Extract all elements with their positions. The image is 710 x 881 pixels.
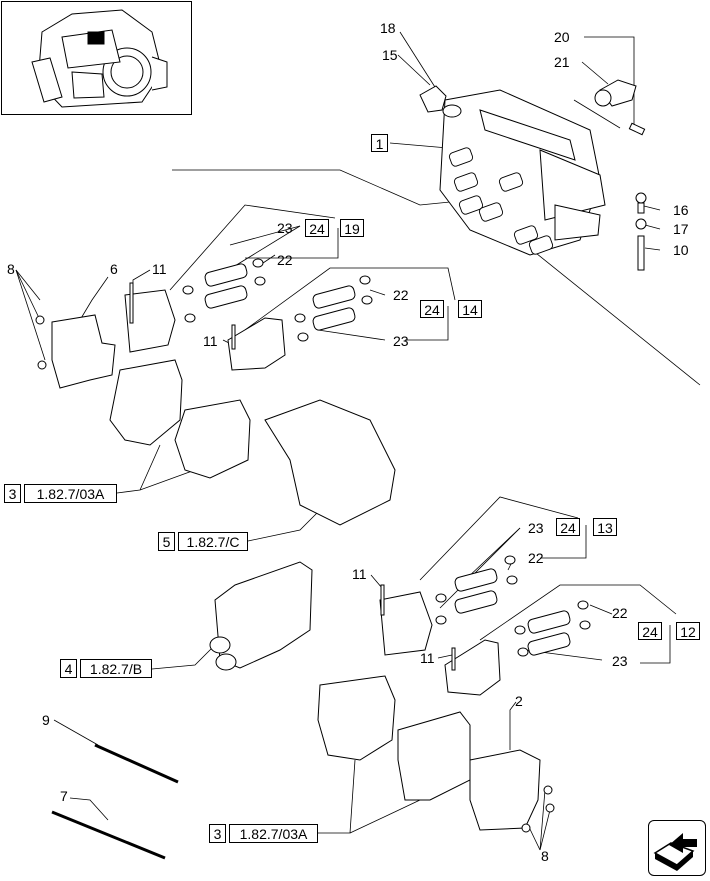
ref-5-num: 5 (158, 532, 175, 551)
next-page-arrow-icon[interactable] (648, 820, 706, 876)
callout-24-d: 24 (638, 622, 662, 640)
ref-1-82-7-03a-a: 1.82.7/03A (24, 484, 117, 503)
tractor-housing-thumbnail-icon (1, 1, 192, 115)
callout-8-a: 8 (7, 261, 15, 277)
ref-3-num-a: 3 (4, 484, 21, 503)
callout-7: 7 (60, 788, 68, 804)
callout-22-d: 22 (612, 605, 628, 621)
callout-20: 20 (554, 29, 570, 45)
callout-22-b: 22 (393, 287, 409, 303)
callout-14: 14 (458, 300, 482, 318)
callout-23-a: 23 (277, 220, 293, 236)
callout-11-d: 11 (420, 650, 435, 666)
callout-11-b: 11 (203, 333, 218, 349)
callout-19: 19 (340, 219, 364, 237)
ref-1-82-7-b: 1.82.7/B (80, 659, 152, 678)
ref-1-82-7-c: 1.82.7/C (178, 532, 248, 551)
callout-22-c: 22 (528, 550, 544, 566)
callout-24-a: 24 (305, 219, 329, 237)
callout-17: 17 (673, 221, 689, 237)
ref-4-num: 4 (60, 659, 77, 678)
callout-15: 15 (382, 47, 398, 63)
callout-8-b: 8 (541, 848, 549, 864)
callout-11-a: 11 (152, 261, 167, 277)
callout-18: 18 (380, 20, 396, 36)
callout-10: 10 (673, 242, 689, 258)
callout-23-d: 23 (612, 653, 628, 669)
callout-11-c: 11 (352, 566, 367, 582)
callout-21: 21 (554, 54, 570, 70)
callout-24-b: 24 (420, 300, 444, 318)
ref-1-82-7-03a-b: 1.82.7/03A (229, 824, 318, 843)
callout-13: 13 (593, 518, 617, 536)
callout-2: 2 (515, 693, 523, 709)
callout-23-b: 23 (393, 333, 409, 349)
callout-1: 1 (371, 134, 388, 152)
callout-9: 9 (42, 712, 50, 728)
callout-12: 12 (676, 622, 700, 640)
callout-16: 16 (673, 202, 689, 218)
callout-6: 6 (110, 261, 118, 277)
ref-3-num-b: 3 (209, 824, 226, 843)
callout-23-c: 23 (528, 520, 544, 536)
callout-24-c: 24 (556, 518, 580, 536)
callout-22-a: 22 (277, 252, 293, 268)
